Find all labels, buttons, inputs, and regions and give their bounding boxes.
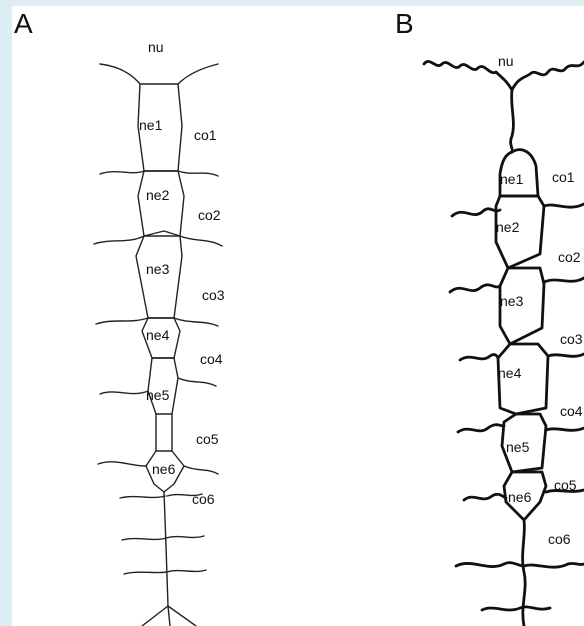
panel-b-tail-boundary-2 [482, 607, 550, 610]
panel-b-label-co1: co1 [552, 169, 575, 185]
panel-b-label-ne1: ne1 [500, 171, 524, 187]
panel-b-boundary-right-4 [546, 428, 584, 430]
panel-a-boundary-2 [94, 236, 222, 246]
panel-a-label-co2: co2 [198, 207, 221, 223]
panel-b-boundary-left-1 [452, 209, 500, 216]
panel-a-label-ne5: ne5 [146, 387, 170, 403]
panel-a-cell-ne5 [148, 358, 178, 414]
panel-a-label-ne3: ne3 [146, 261, 170, 277]
panel-b-boundary-left-2 [450, 285, 500, 292]
panel-b-boundary-right-2 [544, 278, 584, 282]
panel-a-nucleus-boundary [100, 64, 218, 84]
panel-b-stem [511, 90, 514, 152]
panel-b-label-co4: co4 [560, 403, 583, 419]
panel-b-label-co6: co6 [548, 531, 571, 547]
panel-b-label-co3: co3 [560, 331, 583, 347]
panel-a-label-co6: co6 [192, 491, 215, 507]
panel-a-label-ne2: ne2 [146, 187, 170, 203]
panel-a-boundary-3 [96, 318, 218, 326]
panel-b-boundary-left-4 [458, 425, 504, 432]
panel-a-label-co5: co5 [196, 431, 219, 447]
panel-b-boundary-right-3 [548, 354, 584, 356]
panel-b-label-ne2: ne2 [496, 219, 520, 235]
figure: A B [12, 6, 584, 626]
panel-a-label-ne4: ne4 [146, 327, 170, 343]
panel-b-label-ne4: ne4 [498, 365, 522, 381]
panel-a-label-ne6: ne6 [152, 461, 176, 477]
panel-b-label-co2: co2 [558, 249, 581, 265]
panel-a-tail-boundary-1 [120, 494, 202, 498]
panel-a-label-ne1: ne1 [139, 117, 163, 133]
panel-b-label-ne3: ne3 [500, 293, 524, 309]
panel-a: nu ne1 ne2 ne3 ne4 ne5 ne6 co1 co2 co3 c… [94, 39, 225, 626]
panel-b-label-nu: nu [498, 53, 514, 69]
panel-b-label-ne6: ne6 [508, 489, 532, 505]
panel-a-label-nu: nu [148, 39, 164, 55]
panel-b-tail-boundary-1 [456, 563, 584, 568]
panel-a-boundary-1 [100, 171, 218, 176]
panel-a-label-co4: co4 [200, 351, 223, 367]
panel-b-boundary-left-5 [464, 494, 506, 500]
panel-b-label-ne5: ne5 [506, 439, 530, 455]
cell-diagram: nu ne1 ne2 ne3 ne4 ne5 ne6 co1 co2 co3 c… [12, 6, 584, 626]
panel-a-tail-boundary-3 [124, 570, 206, 574]
panel-b-boundary-right-1 [544, 204, 584, 207]
panel-a-cell-ne2 [138, 171, 184, 236]
panel-b-label-co5: co5 [554, 477, 577, 493]
panel-a-tail-boundary-2 [122, 536, 204, 540]
panel-b-boundary-left-3 [460, 355, 498, 360]
panel-a-cell-connector [156, 414, 172, 451]
panel-a-label-co3: co3 [202, 287, 225, 303]
panel-b-tail-axis [523, 520, 526, 626]
panel-b: nu ne1 ne2 ne3 ne4 ne5 ne6 co1 co2 co3 c… [424, 53, 584, 626]
panel-a-label-co1: co1 [194, 127, 217, 143]
